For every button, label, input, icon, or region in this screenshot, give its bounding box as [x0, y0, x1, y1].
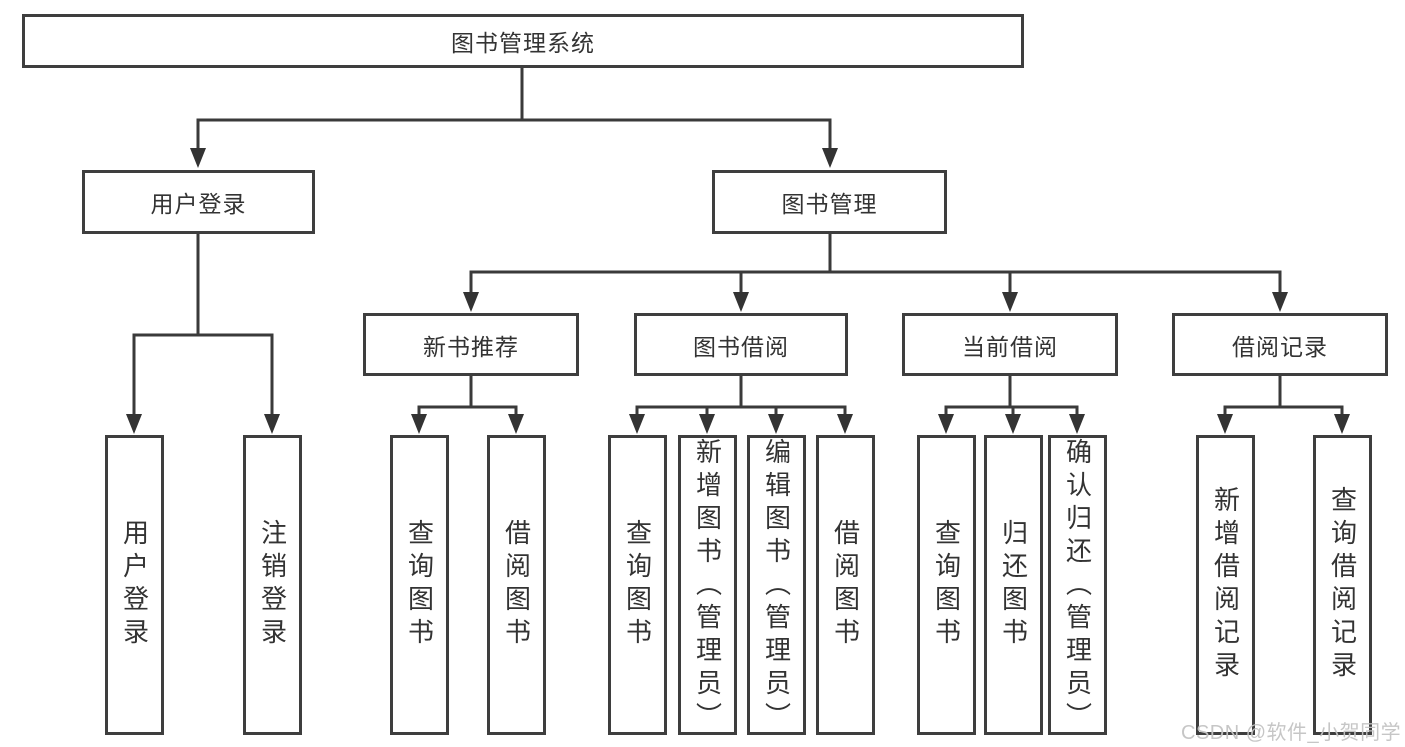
node-add-books-admin: 新增图书（管理员）: [678, 435, 737, 735]
node-query-books-2: 查询图书: [608, 435, 667, 735]
node-borrow-books-2: 借阅图书: [816, 435, 875, 735]
connector-new-book-children: [411, 376, 524, 434]
node-user-login-action: 用户登录: [105, 435, 164, 735]
node-system-root: 图书管理系统: [22, 14, 1024, 68]
node-new-book-recommend: 新书推荐: [363, 313, 579, 376]
node-add-borrow-record: 新增借阅记录: [1196, 435, 1255, 735]
node-logout-action: 注销登录: [243, 435, 302, 735]
node-borrow-books-1: 借阅图书: [487, 435, 546, 735]
node-query-borrow-record: 查询借阅记录: [1313, 435, 1372, 735]
node-user-login: 用户登录: [82, 170, 315, 234]
csdn-watermark: CSDN @软件_小贺同学: [1181, 722, 1402, 744]
node-return-books: 归还图书: [984, 435, 1043, 735]
node-book-borrow: 图书借阅: [634, 313, 848, 376]
node-query-books-3: 查询图书: [917, 435, 976, 735]
connector-user-login-children: [126, 234, 280, 434]
node-query-books-1: 查询图书: [390, 435, 449, 735]
node-borrow-records: 借阅记录: [1172, 313, 1388, 376]
node-confirm-return-admin: 确认归还（管理员）: [1048, 435, 1107, 735]
connector-book-borrow-children: [629, 376, 853, 434]
node-edit-books-admin: 编辑图书（管理员）: [747, 435, 806, 735]
connector-current-borrow-children: [938, 376, 1085, 434]
connector-book-management-children: [463, 234, 1288, 312]
node-book-management: 图书管理: [712, 170, 947, 234]
connector-root-to-branches: [190, 68, 838, 168]
connector-borrow-record-children: [1217, 376, 1350, 434]
node-current-borrow: 当前借阅: [902, 313, 1118, 376]
